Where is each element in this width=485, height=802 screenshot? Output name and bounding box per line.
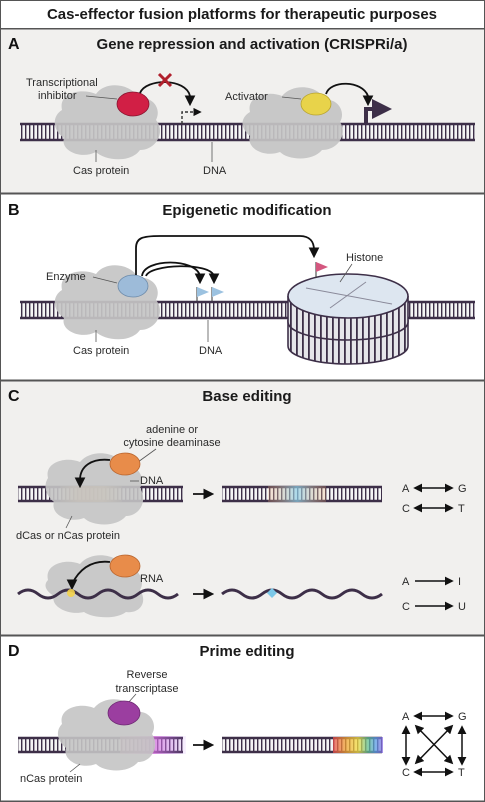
converted-bases-highlight	[268, 486, 326, 502]
deaminase-shape-rna	[109, 554, 141, 578]
panel-a-letter: A	[8, 36, 20, 53]
cas-protein-label-b: Cas protein	[73, 345, 129, 357]
flag-icon	[196, 287, 209, 301]
enzyme-label: Enzyme	[46, 271, 86, 283]
dna-arrow-1-icon	[141, 261, 206, 285]
edited-rna-strand	[221, 588, 383, 600]
histone-arrow-icon	[135, 235, 320, 275]
activation-arrow-icon	[325, 82, 374, 107]
panel-c-title: Base editing	[202, 388, 291, 405]
panel-d-letter: D	[8, 643, 20, 660]
histone-shape	[287, 273, 409, 365]
panel-b: B Epigenetic modification Histone Enzyme	[0, 193, 485, 381]
conversion-c-from: C	[402, 503, 410, 515]
dna-label-b: DNA	[199, 345, 223, 357]
panel-c: C Base editing adenine or cytosine deami…	[0, 380, 485, 636]
conversion-c-to-rna: U	[458, 601, 466, 613]
activator-shape	[300, 92, 332, 116]
grid-a: A	[402, 711, 410, 723]
panel-d-title: Prime editing	[199, 643, 294, 660]
rainbow-edit-highlight	[333, 737, 383, 753]
panel-c-letter: C	[8, 388, 20, 405]
flag-icon	[211, 287, 224, 301]
dcas-label: dCas or nCas protein	[16, 530, 120, 542]
ncas-label: nCas protein	[20, 773, 82, 785]
dna-arrow-2-icon	[145, 265, 220, 285]
dna-label: DNA	[203, 165, 227, 177]
enzyme-shape	[117, 274, 149, 298]
rna-strand	[17, 588, 179, 600]
panel-b-title: Epigenetic modification	[162, 202, 331, 219]
inhibitor-label-line1: Transcriptional	[26, 77, 98, 89]
edited-rna-base	[67, 589, 75, 597]
grid-c: C	[402, 767, 410, 779]
panel-a: A Gene repression and activation (CRISPR…	[0, 28, 485, 194]
header-bar	[0, 0, 485, 29]
deaminase-shape	[109, 452, 141, 476]
x-mark-icon	[157, 72, 173, 88]
deaminase-label-line2: cytosine deaminase	[123, 437, 220, 449]
rt-label-line1: Reverse	[127, 669, 168, 681]
conversion-a-to-rna: I	[458, 576, 461, 588]
rna-deamination-arrow-icon	[66, 560, 111, 591]
histone-flag-icon	[315, 262, 328, 278]
inhibitor-label-line2: inhibitor	[38, 90, 77, 102]
conversion-a-from-rna: A	[402, 576, 410, 588]
dna-label-c: DNA	[140, 475, 164, 487]
converted-rna-base	[267, 588, 277, 598]
rna-label: RNA	[140, 573, 164, 585]
rt-label-line2: transcriptase	[116, 683, 179, 695]
double-arrow-icon	[414, 724, 454, 765]
figure-title: Cas-effector fusion platforms for therap…	[47, 6, 437, 23]
cas-protein-label: Cas protein	[73, 165, 129, 177]
grid-t: T	[458, 767, 465, 779]
panel-d: D Prime editing Reverse transcriptase nC…	[0, 635, 485, 802]
transcriptional-inhibitor-shape	[116, 91, 150, 117]
grid-g: G	[458, 711, 467, 723]
deamination-arrow-icon	[74, 458, 111, 489]
histone-label: Histone	[346, 252, 383, 264]
inactive-tss-arrow-icon	[181, 107, 202, 124]
deaminase-label-line1: adenine or	[146, 424, 198, 436]
conversion-a-from: A	[402, 483, 410, 495]
reverse-transcriptase-shape	[107, 700, 141, 726]
panel-a-title: Gene repression and activation (CRISPRi/…	[97, 36, 408, 53]
activator-label: Activator	[225, 91, 268, 103]
conversion-c-to: T	[458, 503, 465, 515]
conversion-c-from-rna: C	[402, 601, 410, 613]
active-tss-arrow-icon	[364, 99, 392, 124]
conversion-a-to: G	[458, 483, 467, 495]
panel-b-letter: B	[8, 202, 20, 219]
